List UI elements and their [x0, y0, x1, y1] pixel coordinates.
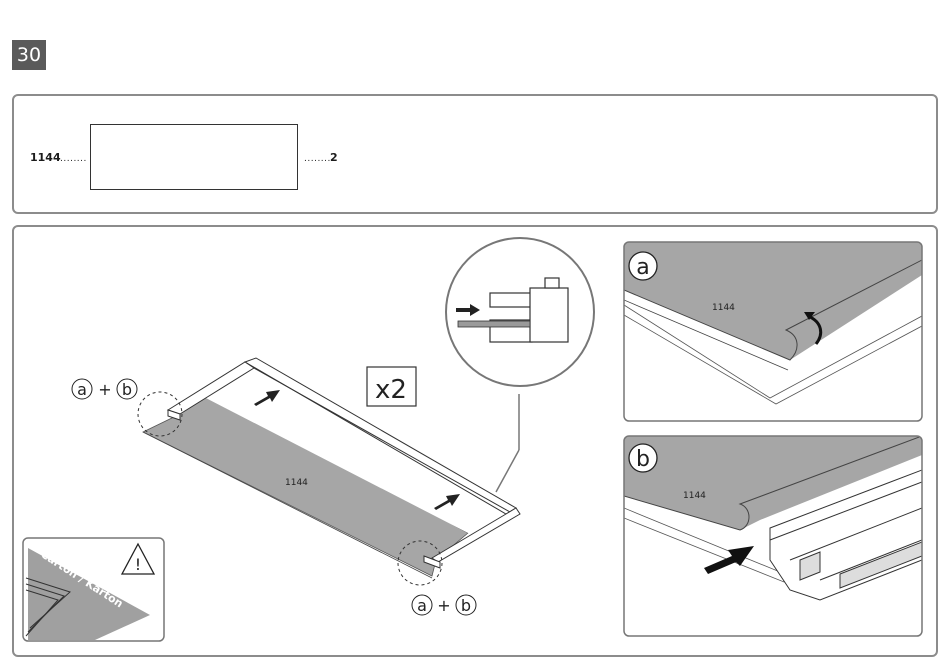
svg-text:a: a [77, 380, 87, 399]
multiplier-box: x2 [367, 367, 416, 406]
svg-text:b: b [461, 596, 471, 615]
svg-text:b: b [122, 380, 132, 399]
svg-text:a: a [417, 596, 427, 615]
callout-a-plus-b: a + b [412, 595, 476, 615]
detail-panel-b: 1144 b [624, 436, 922, 636]
svg-text:1144: 1144 [683, 491, 706, 501]
svg-text:!: ! [135, 555, 141, 574]
detail-panel-a: 1144 a [624, 242, 922, 421]
svg-text:1144: 1144 [712, 303, 735, 313]
svg-text:b: b [636, 447, 650, 472]
board-label: 1144 [285, 478, 308, 488]
carton-warning: Carton / Karton ! [23, 538, 164, 641]
svg-text:a: a [636, 255, 649, 280]
svg-text:+: + [437, 596, 450, 615]
svg-text:+: + [98, 380, 111, 399]
callout-a-plus-b: a + b [72, 379, 137, 399]
svg-text:x2: x2 [375, 375, 407, 405]
profile-magnifier [446, 238, 594, 492]
